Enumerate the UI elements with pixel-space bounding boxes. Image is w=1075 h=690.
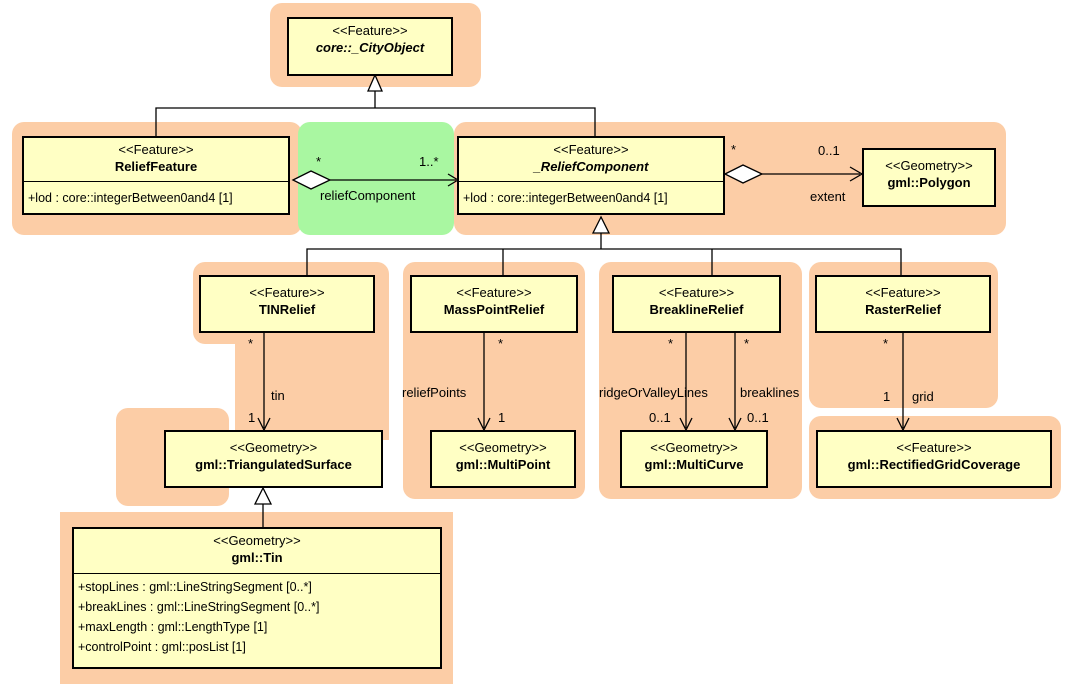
class-name: RasterRelief: [865, 302, 941, 317]
multiplicity-breaklines-target: 0..1: [747, 410, 769, 425]
attribute-control-point: +controlPoint : gml::posList [1]: [78, 640, 246, 654]
inheritance-line-subtypes: [306, 248, 902, 275]
generalization-triangle-reliefcomponent: [591, 215, 611, 234]
role-relief-component: reliefComponent: [320, 188, 416, 203]
multiplicity-breaklines-source: *: [744, 336, 750, 351]
role-relief-points: reliefPoints: [402, 385, 467, 400]
stereotype-label: <<Feature>>: [249, 285, 325, 300]
class-breakline-relief[interactable]: <<Feature>> BreaklineRelief: [612, 275, 781, 333]
role-breaklines: breaklines: [740, 385, 800, 400]
stereotype-label: <<Geometry>>: [459, 440, 547, 455]
class-name: core::_CityObject: [315, 40, 425, 55]
class-relief-component[interactable]: <<Feature>> _ReliefComponent +lod : core…: [457, 136, 725, 215]
class-name: MassPointRelief: [443, 302, 545, 317]
class-name: BreaklineRelief: [649, 302, 744, 317]
multiplicity-ridge-target: 0..1: [649, 410, 671, 425]
stereotype-label: <<Geometry>>: [213, 533, 301, 548]
stereotype-label: <<Geometry>>: [885, 158, 973, 173]
class-name: gml::MultiPoint: [455, 457, 551, 472]
class-city-object[interactable]: <<Feature>> core::_CityObject: [287, 17, 453, 76]
stereotype-label: <<Feature>>: [896, 440, 972, 455]
attribute-max-length: +maxLength : gml::LengthType [1]: [78, 620, 268, 634]
stereotype-label: <<Geometry>>: [229, 440, 318, 455]
attribute-lod: +lod : core::integerBetween0and4 [1]: [28, 191, 233, 205]
class-name: gml::RectifiedGridCoverage: [847, 457, 1021, 472]
stereotype-label: <<Feature>>: [332, 23, 408, 38]
class-name: _ReliefComponent: [533, 159, 649, 174]
class-triangulated-surface[interactable]: <<Geometry>> gml::TriangulatedSurface: [164, 430, 383, 488]
role-extent: extent: [810, 189, 846, 204]
class-raster-relief[interactable]: <<Feature>> RasterRelief: [815, 275, 991, 333]
inheritance-line-relieffeature: [155, 107, 596, 137]
class-name: ReliefFeature: [114, 159, 198, 174]
class-name: gml::TriangulatedSurface: [195, 457, 352, 472]
multiplicity-relieffeature-source: *: [316, 154, 322, 169]
class-multi-point[interactable]: <<Geometry>> gml::MultiPoint: [430, 430, 576, 488]
class-relief-feature[interactable]: <<Feature>> ReliefFeature +lod : core::i…: [22, 136, 290, 215]
class-gml-polygon[interactable]: <<Geometry>> gml::Polygon: [862, 148, 996, 207]
aggregation-diamond-reliefcomponent: [723, 164, 764, 184]
attribute-break-lines: +breakLines : gml::LineStringSegment [0.…: [78, 600, 320, 614]
class-name: gml::Tin: [231, 550, 283, 565]
role-tin: tin: [271, 388, 285, 403]
class-mass-point-relief[interactable]: <<Feature>> MassPointRelief: [410, 275, 578, 333]
class-tin-relief[interactable]: <<Feature>> TINRelief: [199, 275, 375, 333]
class-gml-tin[interactable]: <<Geometry>> gml::Tin +stopLines : gml::…: [72, 527, 442, 669]
stereotype-label: <<Feature>>: [456, 285, 532, 300]
stereotype-label: <<Feature>>: [658, 285, 735, 300]
multiplicity-grid-target: 1: [883, 389, 891, 404]
multiplicity-relieffeature-target: 1..*: [419, 154, 439, 169]
class-name: gml::Polygon: [887, 175, 971, 190]
aggregation-diamond-relieffeature: [291, 170, 332, 190]
multiplicity-reliefpoints-target: 1: [498, 410, 506, 425]
attribute-stop-lines: +stopLines : gml::LineStringSegment [0..…: [78, 580, 312, 594]
stereotype-label: <<Feature>>: [865, 285, 941, 300]
stereotype-label: <<Feature>>: [118, 142, 194, 157]
class-name: TINRelief: [258, 302, 316, 317]
attribute-lod: +lod : core::integerBetween0and4 [1]: [463, 191, 668, 205]
multiplicity-ridge-source: *: [668, 336, 674, 351]
multiplicity-tin-target: 1: [248, 410, 256, 425]
role-ridge-or-valley-lines: ridgeOrValleyLines: [599, 385, 708, 400]
multiplicity-grid-source: *: [883, 336, 889, 351]
multiplicity-reliefpoints-source: *: [498, 336, 504, 351]
role-grid: grid: [912, 389, 934, 404]
bg-tin-link: [235, 330, 389, 440]
generalization-triangle-cityobject: [367, 73, 383, 92]
stereotype-label: <<Geometry>>: [650, 440, 738, 455]
multiplicity-tin-source: *: [248, 336, 254, 351]
class-multi-curve[interactable]: <<Geometry>> gml::MultiCurve: [620, 430, 768, 488]
class-rectified-grid-coverage[interactable]: <<Feature>> gml::RectifiedGridCoverage: [816, 430, 1052, 488]
multiplicity-extent-target: 0..1: [818, 143, 840, 158]
stereotype-label: <<Feature>>: [553, 142, 629, 157]
class-name: gml::MultiCurve: [644, 457, 744, 472]
multiplicity-extent-source: *: [731, 142, 737, 157]
generalization-triangle-triangulatedsurface: [253, 486, 273, 505]
